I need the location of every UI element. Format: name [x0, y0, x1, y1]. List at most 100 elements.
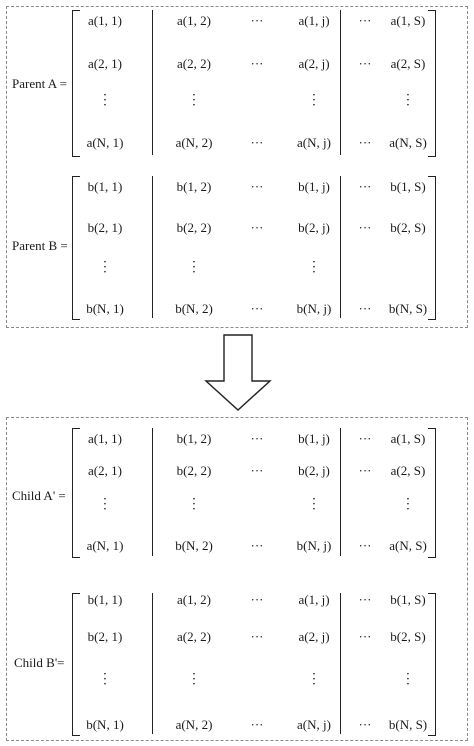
matrix-cell: b(N, S) [388, 717, 428, 732]
vertical-ellipsis: ··· [405, 492, 411, 518]
matrix-cell: a(N, S) [389, 538, 427, 553]
matrix-cell: ··· [250, 56, 264, 71]
matrix-cell: b(1, 2) [176, 179, 212, 194]
matrix-cell: b(2, 1) [87, 629, 123, 644]
matrix-cell: b(2, 2) [176, 220, 212, 235]
vertical-ellipsis: ··· [191, 255, 197, 281]
matrix-cell: b(1, 1) [87, 179, 123, 194]
vertical-ellipsis: ··· [191, 88, 197, 114]
matrix-cell: a(2, j) [298, 56, 330, 71]
matrix-cell: a(2, S) [390, 56, 426, 71]
parents-dashed-box [6, 6, 468, 328]
matrix-cell: b(N, j) [296, 538, 332, 553]
matrix-cell: ··· [358, 301, 372, 316]
vertical-ellipsis: ··· [191, 667, 197, 693]
matrix-cell: b(N, 1) [86, 301, 124, 316]
children-dashed-box [6, 417, 468, 741]
vertical-ellipsis: ··· [102, 88, 108, 114]
matrix-cell: b(1, 1) [87, 592, 123, 607]
matrix-cell: ··· [358, 629, 372, 644]
left-bracket [72, 10, 80, 157]
matrix-cell: b(2, S) [390, 220, 426, 235]
matrix-cell: b(N, 2) [175, 301, 213, 316]
matrix-cell: a(2, j) [298, 629, 330, 644]
vertical-ellipsis: ··· [102, 255, 108, 281]
vertical-ellipsis: ··· [102, 492, 108, 518]
left-bracket [72, 593, 80, 736]
matrix-cell: ··· [250, 179, 264, 194]
matrix-cell: a(N, 2) [175, 135, 213, 150]
vertical-ellipsis: ··· [311, 667, 317, 693]
matrix-cell: a(1, S) [390, 13, 426, 28]
parent-b-label: Parent B = [12, 238, 68, 253]
column-separator [152, 176, 153, 318]
matrix-cell: a(2, 1) [88, 56, 122, 71]
vertical-ellipsis: ··· [311, 88, 317, 114]
matrix-cell: ··· [358, 431, 372, 446]
left-bracket [72, 428, 80, 558]
matrix-cell: a(1, 2) [177, 592, 211, 607]
matrix-cell: ··· [358, 179, 372, 194]
vertical-ellipsis: ··· [102, 667, 108, 693]
right-bracket [428, 176, 436, 320]
matrix-cell: a(N, 1) [86, 135, 124, 150]
column-separator [152, 10, 153, 155]
column-separator [152, 593, 153, 734]
matrix-cell: a(1, j) [298, 592, 330, 607]
matrix-cell: b(2, S) [390, 629, 426, 644]
right-bracket [428, 428, 436, 558]
matrix-cell: a(N, 1) [86, 538, 124, 553]
matrix-cell: a(1, S) [390, 431, 426, 446]
matrix-cell: b(1, j) [298, 179, 330, 194]
matrix-cell: a(2, S) [390, 463, 426, 478]
matrix-cell: ··· [358, 463, 372, 478]
matrix-cell: ··· [250, 431, 264, 446]
matrix-cell: ··· [250, 301, 264, 316]
matrix-cell: ··· [358, 592, 372, 607]
matrix-cell: b(2, 2) [176, 463, 212, 478]
matrix-cell: ··· [250, 463, 264, 478]
matrix-cell: b(1, j) [298, 431, 330, 446]
matrix-cell: b(1, 2) [176, 431, 212, 446]
child-a-label: Child A' = [12, 488, 66, 503]
vertical-ellipsis: ··· [311, 255, 317, 281]
vertical-ellipsis: ··· [405, 88, 411, 114]
column-separator [152, 428, 153, 556]
matrix-cell: b(1, S) [390, 592, 426, 607]
matrix-cell: ··· [358, 538, 372, 553]
matrix-cell: b(2, j) [298, 220, 330, 235]
left-bracket [72, 176, 80, 320]
matrix-cell: ··· [358, 13, 372, 28]
matrix-cell: ··· [358, 717, 372, 732]
vertical-ellipsis: ··· [191, 492, 197, 518]
matrix-cell: a(1, 1) [88, 431, 122, 446]
matrix-cell: a(2, 2) [177, 629, 211, 644]
matrix-cell: ··· [250, 538, 264, 553]
right-bracket [428, 10, 436, 157]
vertical-ellipsis: ··· [311, 492, 317, 518]
matrix-cell: ··· [250, 135, 264, 150]
column-separator [340, 428, 341, 556]
matrix-cell: ··· [358, 220, 372, 235]
matrix-cell: ··· [250, 13, 264, 28]
matrix-cell: a(1, j) [298, 13, 330, 28]
matrix-cell: b(N, 2) [175, 538, 213, 553]
column-separator [340, 176, 341, 318]
matrix-cell: b(2, 1) [87, 220, 123, 235]
matrix-cell: ··· [250, 592, 264, 607]
parent-a-label: Parent A = [12, 76, 67, 91]
matrix-cell: a(N, 2) [175, 717, 213, 732]
column-separator [340, 10, 341, 155]
vertical-ellipsis: ··· [405, 667, 411, 693]
matrix-cell: a(2, 2) [177, 56, 211, 71]
matrix-cell: b(2, j) [298, 463, 330, 478]
column-separator [340, 593, 341, 734]
matrix-cell: a(N, j) [297, 135, 331, 150]
matrix-cell: ··· [250, 717, 264, 732]
matrix-cell: ··· [358, 135, 372, 150]
matrix-cell: a(N, j) [297, 717, 331, 732]
matrix-cell: b(N, j) [296, 301, 332, 316]
child-b-label: Child B'= [14, 655, 65, 670]
matrix-cell: a(N, S) [389, 135, 427, 150]
